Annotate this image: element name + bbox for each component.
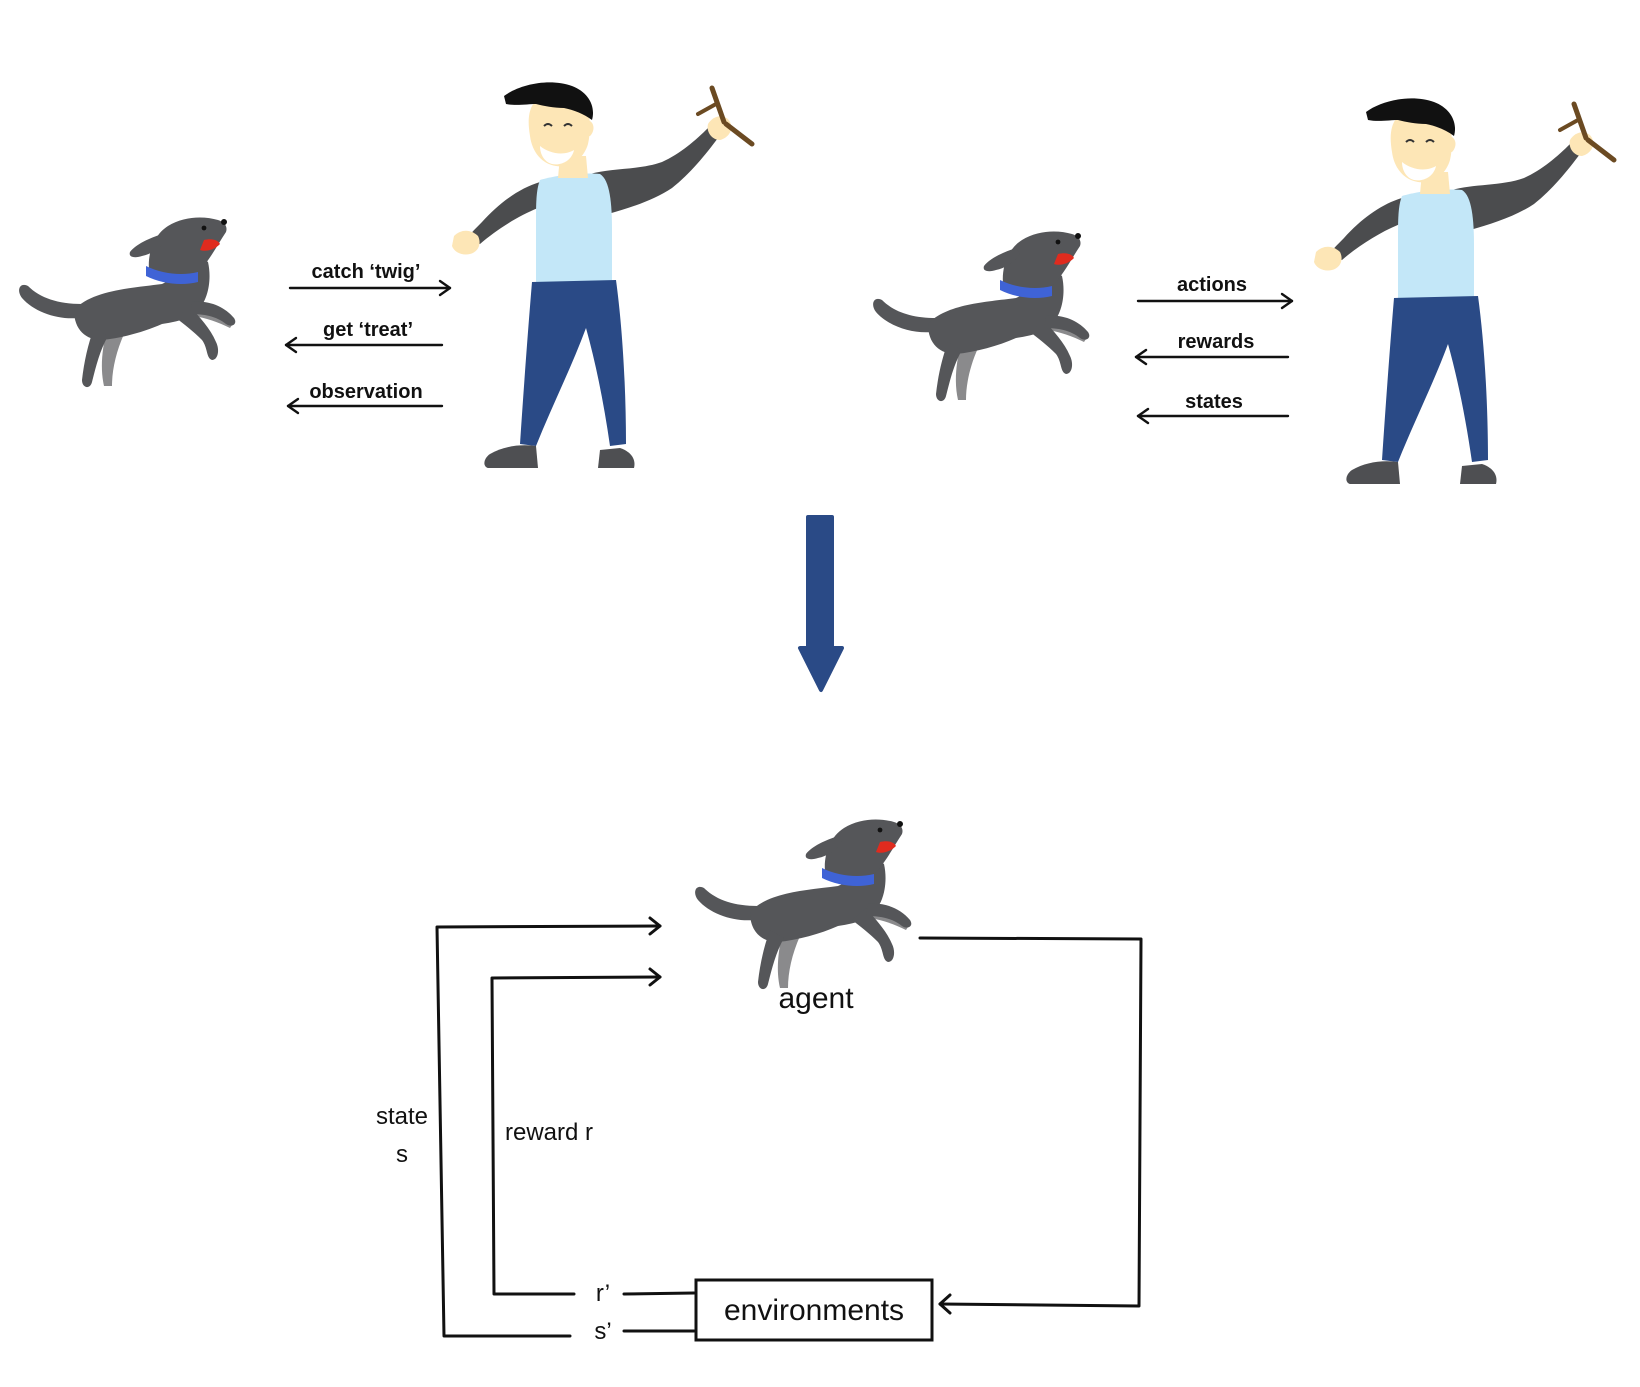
arrow-label-get-treat: get ‘treat’ xyxy=(323,319,413,341)
arrow-label-rewards: rewards xyxy=(1178,331,1255,353)
rl-loop-diagram: agent environments state s reward r r’ s… xyxy=(376,819,1143,1345)
agent-label: agent xyxy=(778,982,854,1015)
environment-box xyxy=(694,1278,934,1342)
arrow-label-actions: actions xyxy=(1177,274,1247,296)
scene-right: actions rewards states xyxy=(873,98,1614,484)
dog-illustration-right xyxy=(873,231,1090,402)
r-prime-label: r’ xyxy=(596,1280,610,1307)
reward-label: reward r xyxy=(505,1119,593,1146)
agent-dog-illustration xyxy=(695,819,912,990)
arrow-get-treat: get ‘treat’ xyxy=(284,319,444,354)
man-illustration-left xyxy=(452,82,752,468)
environment-label: environments xyxy=(724,1294,904,1327)
arrow-actions: actions xyxy=(1136,274,1294,310)
transition-arrow xyxy=(798,515,844,692)
reward-connector xyxy=(490,967,696,1296)
man-illustration-right xyxy=(1314,98,1614,484)
state-symbol: s xyxy=(396,1141,408,1168)
s-prime-label: s’ xyxy=(594,1318,611,1345)
arrow-label-observation: observation xyxy=(309,381,422,403)
scene-left: catch ‘twig’ get ‘treat’ observation xyxy=(19,82,752,468)
dog-illustration-left xyxy=(19,217,236,388)
action-connector xyxy=(918,936,1143,1315)
arrow-catch-twig: catch ‘twig’ xyxy=(288,261,452,297)
arrow-states: states xyxy=(1136,391,1290,425)
arrow-label-states: states xyxy=(1185,391,1243,413)
arrow-label-catch-twig: catch ‘twig’ xyxy=(312,261,421,283)
state-label: state xyxy=(376,1103,428,1130)
arrow-rewards: rewards xyxy=(1134,331,1290,366)
state-connector xyxy=(435,916,696,1338)
arrow-observation: observation xyxy=(286,381,444,415)
